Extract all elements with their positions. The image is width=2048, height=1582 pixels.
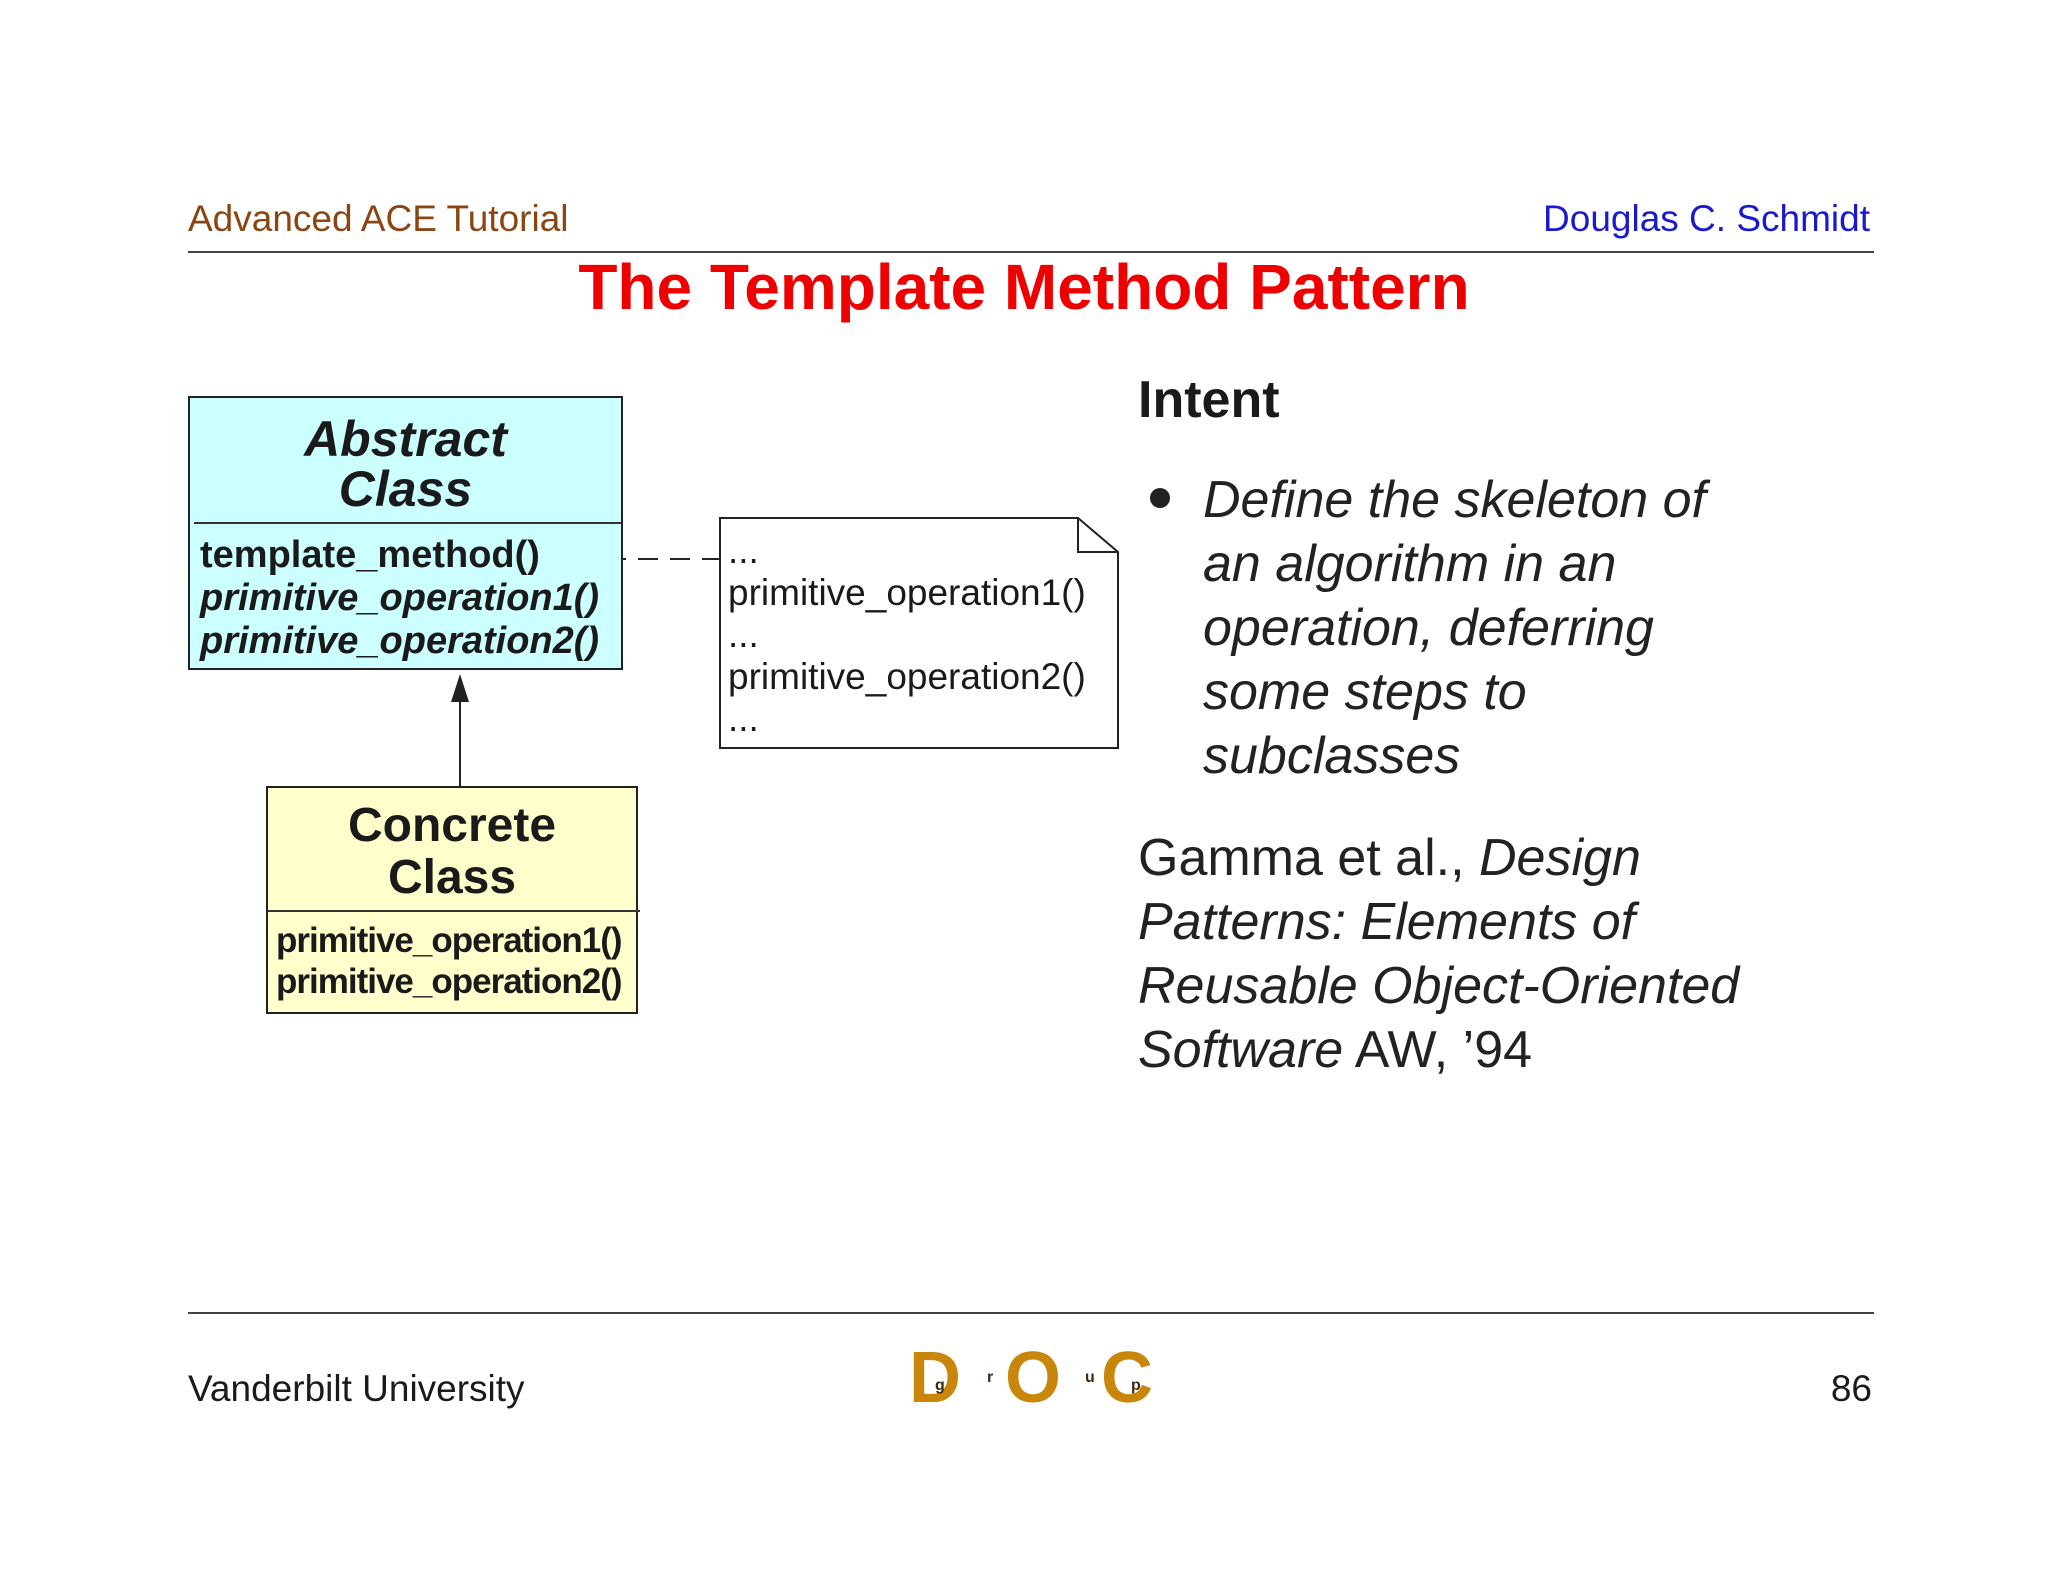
note-text: ... primitive_operation1() ... primitive… — [728, 530, 1086, 740]
concrete-class-operations: primitive_operation1() primitive_operati… — [276, 920, 623, 1002]
abstract-class-divider — [194, 522, 621, 524]
slide-title: The Template Method Pattern — [578, 251, 1470, 323]
concrete-class-divider — [268, 910, 640, 912]
citation: Gamma et al., Design Patterns: Elements … — [1138, 826, 1858, 1082]
logo-letter-o: O — [1005, 1340, 1061, 1410]
note-line: ... — [728, 698, 759, 739]
header-author: Douglas C. Schmidt — [1543, 198, 1870, 239]
footer-rule — [188, 1312, 1874, 1314]
footer-university: Vanderbilt University — [188, 1368, 525, 1409]
concrete-class-name: Concrete Class — [347, 799, 557, 904]
note-fold — [1077, 518, 1118, 553]
bullet-icon — [1150, 488, 1170, 508]
concrete-class-box: Concrete Class primitive_operation1() pr… — [266, 786, 640, 1014]
concrete-op-1: primitive_operation1() — [276, 921, 623, 960]
abstract-class-name: Abstract Class — [304, 411, 507, 517]
header-course-title: Advanced ACE Tutorial — [188, 198, 569, 239]
page-number: 86 — [1830, 1368, 1872, 1409]
doc-group-logo-icon: D O C g r u p — [909, 1340, 1153, 1410]
logo-small-g: g — [935, 1377, 945, 1394]
header-rule — [188, 251, 1874, 253]
abstract-class-operations: template_method() primitive_operation1()… — [200, 534, 599, 663]
note-line: primitive_operation1() — [728, 572, 1086, 613]
intent-bullet: Define the skeleton of an algorithm in a… — [1203, 471, 1706, 785]
note-line: ... — [728, 530, 759, 571]
note-line: primitive_operation2() — [728, 656, 1086, 697]
logo-small-r: r — [987, 1369, 993, 1386]
logo-letter-d: D — [909, 1340, 961, 1410]
op-primitive-2: primitive_operation2() — [200, 620, 600, 662]
citation-book: Design Patterns: Elements of Reusable Ob… — [1138, 829, 1740, 1079]
logo-small-p: p — [1131, 1377, 1141, 1394]
op-primitive-1: primitive_operation1() — [200, 577, 600, 619]
inheritance-arrowhead — [451, 674, 469, 702]
intent-heading: Intent — [1138, 371, 1280, 429]
abstract-class-box: Abstract Class template_method() primiti… — [188, 396, 623, 670]
citation-publisher: AW, ’94 — [1343, 1021, 1533, 1079]
concrete-op-2: primitive_operation2() — [276, 962, 623, 1001]
note-shape — [719, 517, 1119, 749]
logo-letter-c: C — [1101, 1340, 1153, 1410]
note-line: ... — [728, 614, 759, 655]
citation-authors: Gamma et al., — [1138, 829, 1479, 887]
op-template-method: template_method() — [200, 534, 540, 576]
logo-small-u: u — [1085, 1369, 1095, 1386]
